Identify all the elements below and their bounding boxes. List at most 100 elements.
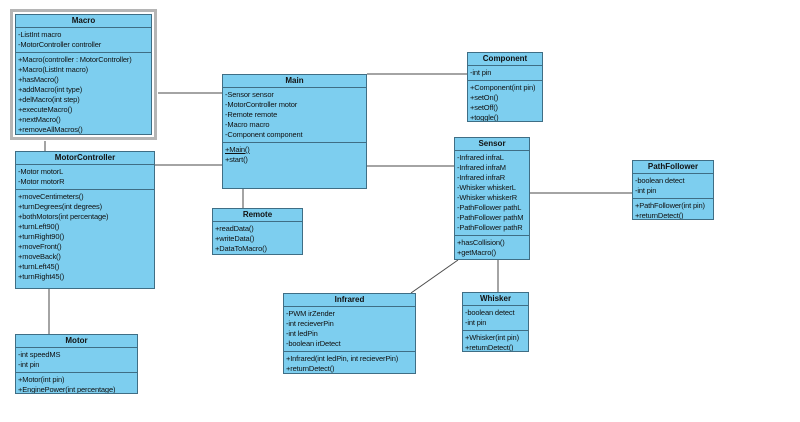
class-box-whisker[interactable]: Whisker-boolean detect-int pin+Whisker(i… [462, 292, 529, 352]
class-method: +turnRight90() [18, 232, 65, 241]
attributes-compartment: -PWM irZender-int recieverPin-int ledPin… [284, 307, 415, 352]
class-method: +hasCollision() [457, 238, 505, 247]
class-method: +delMacro(int step) [18, 95, 80, 104]
class-method: +turnLeft90() [18, 222, 60, 231]
class-attribute: -PathFollower pathR [457, 223, 523, 232]
class-method: +removeAllMacros() [18, 125, 83, 134]
class-title-macro: Macro [16, 15, 151, 28]
class-box-component[interactable]: Component -int pin +Component(int pin)+set… [467, 52, 543, 122]
class-method: +turnRight45() [18, 272, 65, 281]
attributes-compartment: -boolean detect-int pin [463, 306, 528, 331]
class-attribute: -Motor motorR [18, 177, 65, 186]
methods-compartment: +Macro(controller : MotorController)+Mac… [16, 53, 151, 134]
class-attribute: -int pin [465, 318, 487, 327]
class-attribute: -PWM irZender [286, 309, 335, 318]
class-title-pathfollower: PathFollower [633, 161, 713, 174]
class-method: +returnDetect() [635, 211, 684, 220]
class-attribute: -int pin [635, 186, 657, 195]
class-title-remote: Remote [213, 209, 302, 222]
class-title-main: Main [223, 75, 366, 88]
class-attribute: -Motor motorL [18, 167, 64, 176]
class-box-infrared[interactable]: Infrared-PWM irZender-int recieverPin-in… [283, 293, 416, 374]
class-attribute: -boolean detect [465, 308, 515, 317]
class-method: +DataToMacro() [215, 244, 267, 253]
class-method: +moveFront() [18, 242, 62, 251]
class-attribute: -MotorController controller [18, 40, 102, 49]
class-attribute: -int pin [470, 68, 492, 77]
class-attribute: -MotorController motor [225, 100, 298, 109]
class-box-remote[interactable]: Remote+readData()+writeData()+DataToMacr… [212, 208, 303, 255]
class-attribute: -Component component [225, 130, 303, 139]
class-title-motorcontroller: MotorController [16, 152, 154, 165]
class-method: +returnDetect() [465, 343, 514, 352]
methods-compartment: +PathFollower(int pin)+returnDetect() [633, 199, 713, 220]
class-method: +returnDetect() [286, 364, 335, 373]
class-method: +Macro(ListInt macro) [18, 65, 88, 74]
class-method: +setOn() [470, 93, 499, 102]
methods-compartment: +Component(int pin)+setOn()+setOff()+tog… [468, 81, 542, 122]
methods-compartment: +moveCentimeters()+turnDegrees(int degre… [16, 190, 154, 284]
class-attribute: -PathFollower pathM [457, 213, 524, 222]
methods-compartment: +Whisker(int pin)+returnDetect() [463, 331, 528, 352]
class-method: +moveCentimeters() [18, 192, 84, 201]
class-title-sensor: Sensor [455, 138, 529, 151]
class-title-infrared: Infrared [284, 294, 415, 307]
class-method: +turnDegrees(int degrees) [18, 202, 103, 211]
class-method: +hasMacro() [18, 75, 59, 84]
class-method: +PathFollower(int pin) [635, 201, 705, 210]
class-method: +getMacro() [457, 248, 496, 257]
class-method: +moveBack() [18, 252, 61, 261]
class-attribute: -Sensor sensor [225, 90, 274, 99]
class-box-pathfollower[interactable]: PathFollower-boolean detect-int pin+Path… [632, 160, 714, 220]
class-method: +Whisker(int pin) [465, 333, 519, 342]
attributes-compartment: -int pin [468, 66, 542, 81]
attributes-compartment: -boolean detect-int pin [633, 174, 713, 199]
class-box-macro[interactable]: Macro-ListInt macro-MotorController cont… [10, 9, 157, 140]
class-method: +Main() [225, 145, 250, 154]
class-method: +Macro(controller : MotorController) [18, 55, 132, 64]
class-attribute: -int recieverPin [286, 319, 334, 328]
attributes-compartment: -Sensor sensor-MotorController motor-Rem… [223, 88, 366, 143]
class-method: +turnLeft45() [18, 262, 60, 271]
methods-compartment: +Motor(int pin)+EnginePower(int percenta… [16, 373, 137, 394]
class-title-whisker: Whisker [463, 293, 528, 306]
class-method: +Component(int pin) [470, 83, 536, 92]
attributes-compartment: -int speedMS-int pin [16, 348, 137, 373]
class-attribute: -Infrared infraL [457, 153, 504, 162]
class-attribute: -Infrared infraR [457, 173, 506, 182]
class-attribute: -Macro macro [225, 120, 270, 129]
class-attribute: -int ledPin [286, 329, 318, 338]
class-method: +nextMacro() [18, 115, 61, 124]
class-method: +writeData() [215, 234, 255, 243]
class-box-main[interactable]: Main-Sensor sensor-MotorController motor… [222, 74, 367, 189]
class-box-motorcontroller[interactable]: MotorController-Motor motorL-Motor motor… [15, 151, 155, 289]
class-method: +start() [225, 155, 248, 164]
attributes-compartment: -ListInt macro-MotorController controlle… [16, 28, 151, 53]
connector-sensor-infrared[interactable] [410, 259, 459, 294]
class-method: +bothMotors(int percentage) [18, 212, 109, 221]
class-attribute: -boolean irDetect [286, 339, 341, 348]
class-method: +Motor(int pin) [18, 375, 65, 384]
class-box-sensor[interactable]: Sensor -Infrared infraL-Infrared infraM-I… [454, 137, 530, 260]
class-attribute: -Whisker whiskerL [457, 183, 516, 192]
class-attribute: -Remote remote [225, 110, 278, 119]
class-attribute: -Infrared infraM [457, 163, 506, 172]
methods-compartment: +hasCollision()+getMacro() [455, 236, 529, 259]
class-attribute: -ListInt macro [18, 30, 62, 39]
class-title-component: Component [468, 53, 542, 66]
class-attribute: -int pin [18, 360, 40, 369]
class-method: +Infrared(int ledPin, int recieverPin) [286, 354, 399, 363]
class-method: +toggle() [470, 113, 499, 122]
class-title-motor: Motor [16, 335, 137, 348]
class-attribute: -int speedMS [18, 350, 61, 359]
class-method: +readData() [215, 224, 254, 233]
class-method: +EnginePower(int percentage) [18, 385, 116, 394]
class-box-motor[interactable]: Motor-int speedMS-int pin+Motor(int pin)… [15, 334, 138, 394]
attributes-compartment: -Motor motorL-Motor motorR [16, 165, 154, 190]
methods-compartment: +readData()+writeData()+DataToMacro() [213, 222, 302, 254]
class-attribute: -boolean detect [635, 176, 685, 185]
class-method: +executeMacro() [18, 105, 73, 114]
methods-compartment: +Main()+start() [223, 143, 366, 167]
